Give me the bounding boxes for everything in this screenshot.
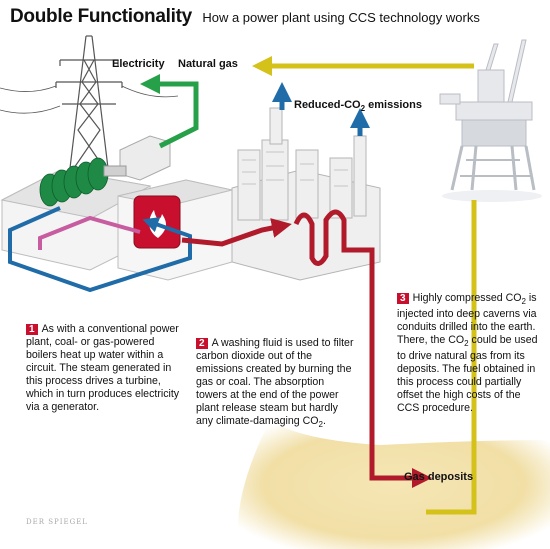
step-2-text: A washing fluid is used to filter carbon…: [196, 337, 354, 427]
natural-gas-label: Natural gas: [178, 58, 238, 70]
step-3-text-c: could be used to drive natural gas from …: [397, 334, 538, 415]
reduced-co2-suffix: emissions: [365, 99, 422, 111]
step-3-text-b: is injected into deep caverns via condui…: [397, 292, 537, 347]
water-circuit-blue: [8, 206, 192, 293]
co2-pipe-down: [293, 209, 432, 488]
header: Double Functionality How a power plant u…: [10, 6, 480, 28]
ground-area: [238, 420, 550, 549]
co2-flow-arrow: [181, 218, 292, 247]
step-2-subscript: 2: [318, 420, 323, 430]
steam-line-pink: [38, 215, 141, 250]
natural-gas-flow-arrow: [262, 66, 477, 515]
electricity-pylon: [0, 35, 179, 169]
step-3-subscript-a: 2: [521, 297, 526, 307]
page-title: Double Functionality: [10, 6, 192, 27]
credit-logo: DER SPIEGEL: [26, 518, 88, 526]
step-2-badge: 2: [196, 338, 208, 349]
step-1-text: As with a conventional power plant, coal…: [26, 323, 180, 413]
step-3-badge: 3: [397, 293, 409, 304]
step-3-text-a: Highly compressed CO: [412, 292, 522, 304]
step-2-suffix: .: [322, 415, 326, 427]
page-subtitle: How a power plant using CCS technology w…: [202, 10, 480, 25]
electricity-label: Electricity: [112, 58, 165, 70]
offshore-platform: [439, 39, 542, 202]
turbine-building: [0, 135, 171, 271]
reduced-co2-text: Reduced-CO: [294, 99, 361, 111]
reduced-co2-label: Reduced-CO2 emissions: [294, 99, 422, 113]
step-3-subscript-b: 2: [464, 339, 469, 349]
gas-deposits-label: Gas deposits: [404, 471, 474, 483]
reduced-co2-subscript: 2: [360, 104, 366, 114]
electricity-flow-arrow: [140, 74, 199, 149]
step-1-badge: 1: [26, 324, 38, 335]
